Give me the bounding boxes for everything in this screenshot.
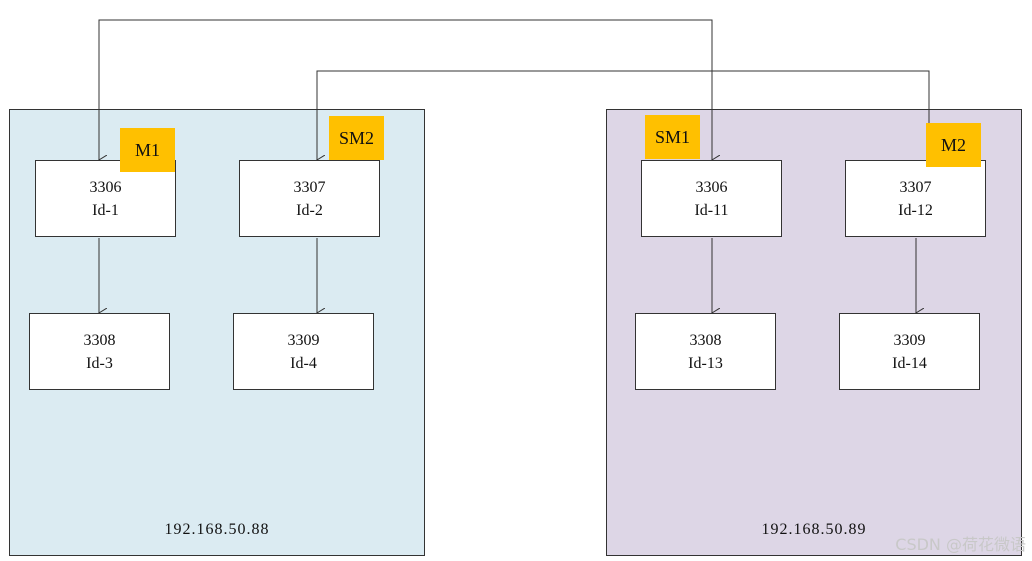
watermark: CSDN @荷花微语 xyxy=(895,535,1026,554)
host-ip-label: 192.168.50.89 xyxy=(761,521,867,538)
mysql-node-id-12: 3307 Id-12 xyxy=(845,160,986,237)
node-id: Id-3 xyxy=(86,354,113,372)
mysql-node-id-13: 3308 Id-13 xyxy=(635,313,776,390)
node-port: 3308 xyxy=(83,331,116,349)
node-id: Id-11 xyxy=(694,201,729,219)
node-id: Id-2 xyxy=(296,201,323,219)
role-badge-m2: M2 xyxy=(926,123,981,167)
role-badge-m1: M1 xyxy=(120,128,175,172)
mysql-node-id-14: 3309 Id-14 xyxy=(839,313,980,390)
node-id: Id-14 xyxy=(892,354,927,372)
mysql-node-id-4: 3309 Id-4 xyxy=(233,313,374,390)
mysql-node-id-11: 3306 Id-11 xyxy=(641,160,782,237)
node-id: Id-12 xyxy=(898,201,933,219)
node-port: 3306 xyxy=(89,178,122,196)
node-port: 3307 xyxy=(899,178,932,196)
mysql-node-id-3: 3308 Id-3 xyxy=(29,313,170,390)
mysql-node-id-1: 3306 Id-1 xyxy=(35,160,176,237)
node-id: Id-13 xyxy=(688,354,723,372)
node-port: 3306 xyxy=(695,178,728,196)
role-badge-sm1: SM1 xyxy=(645,115,700,159)
node-id: Id-1 xyxy=(92,201,119,219)
mysql-node-id-2: 3307 Id-2 xyxy=(239,160,380,237)
role-badge-sm2: SM2 xyxy=(329,116,384,160)
node-id: Id-4 xyxy=(290,354,317,372)
host-ip-label: 192.168.50.88 xyxy=(164,521,270,538)
node-port: 3307 xyxy=(293,178,326,196)
node-port: 3309 xyxy=(893,331,926,349)
node-port: 3309 xyxy=(287,331,320,349)
node-port: 3308 xyxy=(689,331,722,349)
